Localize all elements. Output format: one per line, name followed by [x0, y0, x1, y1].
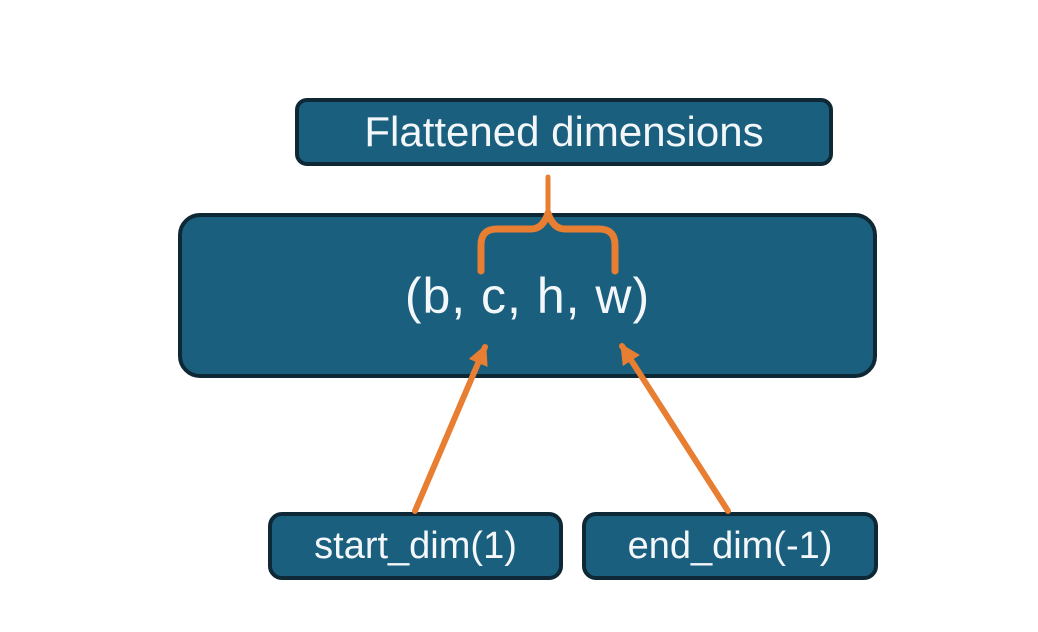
node-end-dim: end_dim(-1): [582, 512, 878, 580]
node-tensor-shape-label: (b, c, h, w): [404, 267, 651, 324]
node-flattened-dimensions: Flattened dimensions: [295, 98, 833, 166]
node-start-dim: start_dim(1): [268, 512, 563, 580]
node-end-dim-label: end_dim(-1): [627, 524, 833, 567]
node-flattened-dimensions-label: Flattened dimensions: [364, 108, 764, 155]
node-start-dim-label: start_dim(1): [314, 524, 517, 567]
node-tensor-shape: (b, c, h, w): [178, 213, 877, 378]
